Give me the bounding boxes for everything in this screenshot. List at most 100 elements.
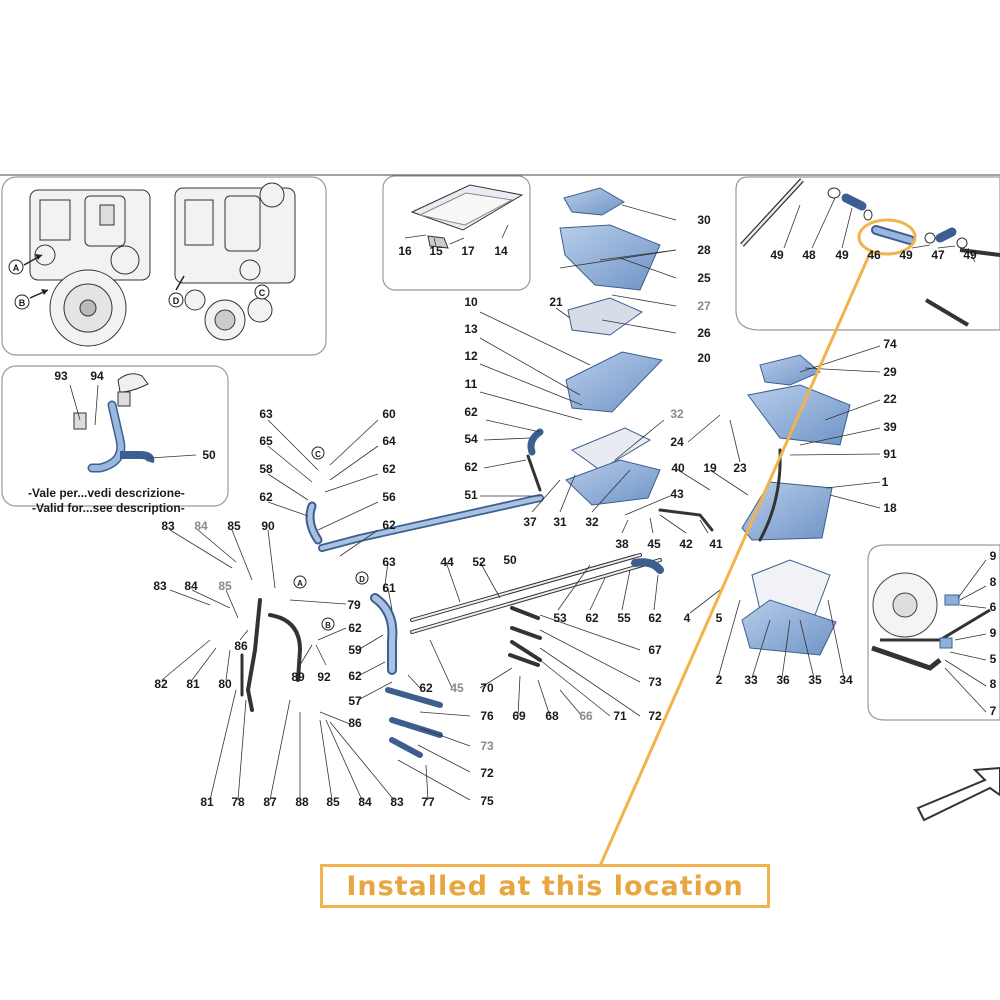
part-label: 89 (291, 670, 305, 684)
part-label: 17 (461, 244, 475, 258)
part-label: 65 (259, 434, 273, 448)
part-label: 62 (464, 405, 478, 419)
part-label: 74 (883, 337, 897, 351)
callout-box: Installed at this location (320, 864, 770, 908)
part-label: 28 (697, 243, 711, 257)
note-line-1: -Vale per...vedi descrizione- (28, 486, 185, 500)
part-label: 62 (348, 669, 362, 683)
part-label: 61 (382, 581, 396, 595)
part-label: 62 (382, 462, 396, 476)
svg-text:A: A (297, 579, 303, 588)
engine-view-panel: A B C D (1, 176, 327, 356)
callout-text: Installed at this location (346, 870, 744, 902)
part-label: 84 (358, 795, 372, 809)
part-label: 60 (382, 407, 396, 421)
part-label: 57 (348, 694, 362, 708)
part-label: 92 (317, 670, 331, 684)
part-label: 8 (990, 575, 997, 589)
part-label: 87 (263, 795, 277, 809)
part-label: 21 (549, 295, 563, 309)
part-label: 33 (744, 673, 758, 687)
part-label: 46 (867, 248, 881, 262)
hose-detail-panel (735, 176, 1000, 331)
part-label: 48 (802, 248, 816, 262)
part-label: 41 (709, 537, 723, 551)
part-label: 72 (480, 766, 494, 780)
part-label: 35 (808, 673, 822, 687)
marker-b-icon: B (14, 289, 49, 310)
marker-b-main-icon: B (321, 617, 335, 631)
part-label: 19 (703, 461, 717, 475)
part-label: 37 (523, 515, 537, 529)
part-label: 29 (883, 365, 897, 379)
part-label: 73 (648, 675, 662, 689)
part-label: 81 (186, 677, 200, 691)
part-label: 94 (90, 369, 104, 383)
svg-text:D: D (359, 575, 365, 584)
svg-text:D: D (173, 296, 180, 306)
direction-arrow-icon (916, 766, 1000, 822)
part-label: 49 (963, 248, 977, 262)
part-label: 9 (990, 549, 997, 563)
part-label: 85 (218, 579, 232, 593)
part-label: 56 (382, 490, 396, 504)
part-label: 72 (648, 709, 662, 723)
part-label: 31 (553, 515, 567, 529)
part-label: 25 (697, 271, 711, 285)
marker-c-main-icon: C (311, 446, 325, 460)
radiator-detail-panel (382, 175, 531, 291)
part-label: 47 (931, 248, 945, 262)
part-label: 85 (326, 795, 340, 809)
part-label: 50 (202, 448, 216, 462)
part-label: 93 (54, 369, 68, 383)
part-label: 20 (697, 351, 711, 365)
part-label: 38 (615, 537, 629, 551)
part-label: 26 (697, 326, 711, 340)
part-label: 63 (259, 407, 273, 421)
part-label: 52 (472, 555, 486, 569)
marker-d-icon: D (168, 275, 185, 308)
part-label: 43 (670, 487, 684, 501)
marker-c-icon: C (254, 284, 270, 300)
part-label: 85 (227, 519, 241, 533)
part-label: 6 (990, 600, 997, 614)
part-label: 32 (670, 407, 684, 421)
svg-text:C: C (315, 450, 321, 459)
part-label: 71 (613, 709, 627, 723)
part-label: 55 (617, 611, 631, 625)
svg-text:B: B (19, 298, 26, 308)
part-label: 54 (464, 432, 478, 446)
part-label: 69 (512, 709, 526, 723)
variant-note-panel: -Vale per...vedi descrizione- -Valid for… (1, 365, 229, 515)
part-label: 30 (697, 213, 711, 227)
part-label: 77 (421, 795, 435, 809)
part-label: 7 (990, 704, 997, 718)
part-label: 62 (464, 460, 478, 474)
part-label: 84 (194, 519, 208, 533)
part-label: 68 (545, 709, 559, 723)
part-label: 12 (464, 349, 478, 363)
note-line-2: -Valid for...see description- (32, 501, 185, 515)
part-label: 8 (990, 677, 997, 691)
part-label: 51 (464, 488, 478, 502)
part-label: 36 (776, 673, 790, 687)
callout-leader (598, 252, 872, 867)
part-label: 64 (382, 434, 396, 448)
part-label: 14 (494, 244, 508, 258)
svg-text:A: A (13, 263, 20, 273)
part-label: 83 (161, 519, 175, 533)
part-label: 5 (990, 652, 997, 666)
part-label: 62 (419, 681, 433, 695)
marker-d-main-icon: D (355, 571, 369, 585)
part-label: 39 (883, 420, 897, 434)
part-label: 13 (464, 322, 478, 336)
part-label: 10 (464, 295, 478, 309)
highlight-circle (857, 218, 917, 256)
part-label: 90 (261, 519, 275, 533)
part-label: 86 (348, 716, 362, 730)
part-label: 83 (390, 795, 404, 809)
part-label: 45 (647, 537, 661, 551)
part-label: 67 (648, 643, 662, 657)
part-label: 16 (398, 244, 412, 258)
